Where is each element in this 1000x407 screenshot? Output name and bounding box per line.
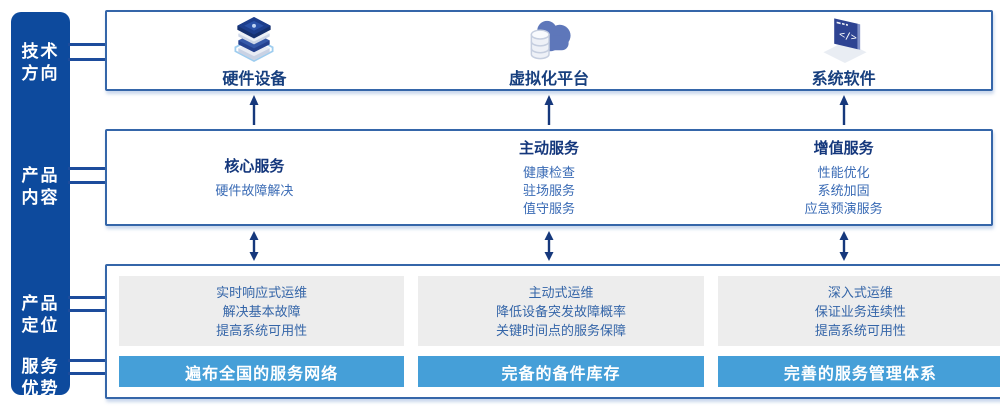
positioning-panel: 实时响应式运维 解决基本故障 提高系统可用性 <box>119 276 405 346</box>
connector-line <box>68 372 107 375</box>
tech-direction-box: 硬件设备 虚拟化平台 <box>105 10 993 91</box>
up-arrow-icon <box>249 95 259 125</box>
service-title: 核心服务 <box>224 158 285 175</box>
positioning-panel: 深入式运维 保证业务连续性 提高系统可用性 <box>717 276 1000 346</box>
positioning-line: 保证业务连续性 <box>814 303 906 319</box>
service-column-core: 核心服务 硬件故障解决 <box>107 131 402 224</box>
sidebar-label-line: 方向 <box>21 64 60 83</box>
up-arrow-icon <box>839 95 849 125</box>
connector-line <box>68 296 107 299</box>
sidebar-label-line: 产品 <box>21 166 60 185</box>
tech-item-label: 系统软件 <box>811 71 876 88</box>
positioning-line: 降低设备突发故障概率 <box>495 303 626 319</box>
sidebar-label-line: 服务 <box>21 357 60 376</box>
positioning-line: 主动式运维 <box>528 284 594 300</box>
positioning-column: 深入式运维 保证业务连续性 提高系统可用性 完善的服务管理体系 <box>717 276 1000 387</box>
sidebar-label-tech-direction: 技术 方向 <box>11 41 70 85</box>
positioning-advantage-box: 实时响应式运维 解决基本故障 提高系统可用性 遍布全国的服务网络 主动式运维 降… <box>105 264 1000 399</box>
positioning-line: 关键时间点的服务保障 <box>495 322 626 338</box>
service-column-proactive: 主动服务 健康检查 驻场服务 值守服务 <box>402 131 697 224</box>
double-arrow-icon <box>249 231 259 261</box>
positioning-line: 实时响应式运维 <box>216 284 308 300</box>
positioning-line: 深入式运维 <box>827 284 893 300</box>
sidebar-label-line: 优势 <box>21 379 60 398</box>
sidebar-label-product-content: 产品 内容 <box>11 165 70 209</box>
advantage-bar: 遍布全国的服务网络 <box>119 356 405 387</box>
cloud-database-icon <box>530 20 571 60</box>
service-title: 增值服务 <box>813 140 874 157</box>
svg-text:</>: </> <box>839 29 857 44</box>
service-item: 性能优化 <box>817 165 870 180</box>
positioning-line: 提高系统可用性 <box>216 322 308 338</box>
tech-item-system-software: </> 系统软件 <box>696 12 991 89</box>
code-window-icon: </> <box>823 18 867 64</box>
service-item: 硬件故障解决 <box>215 183 294 198</box>
connector-line <box>68 43 107 46</box>
connector-line <box>68 167 107 170</box>
sidebar-label-line: 产品 <box>21 294 60 313</box>
sidebar-label-service-advantage: 服务 优势 <box>11 356 70 400</box>
connector-line <box>68 359 107 362</box>
sidebar: 技术 方向 产品 内容 产品 定位 服务 优势 <box>11 12 70 398</box>
sidebar-label-product-positioning: 产品 定位 <box>11 293 70 337</box>
tech-item-label: 虚拟化平台 <box>509 71 590 88</box>
positioning-panel: 主动式运维 降低设备突发故障概率 关键时间点的服务保障 <box>418 276 704 346</box>
sidebar-label-line: 内容 <box>21 188 60 207</box>
service-item: 健康检查 <box>523 165 576 180</box>
connector-line <box>68 181 107 184</box>
double-arrow-icon <box>544 231 554 261</box>
sidebar-label-line: 定位 <box>21 316 60 335</box>
server-stack-icon <box>234 16 274 63</box>
service-item: 值守服务 <box>523 201 576 216</box>
positioning-column: 实时响应式运维 解决基本故障 提高系统可用性 遍布全国的服务网络 <box>119 276 405 387</box>
service-column-value-added: 增值服务 性能优化 系统加固 应急预演服务 <box>696 131 991 224</box>
service-title: 主动服务 <box>519 140 580 157</box>
product-content-box: 核心服务 硬件故障解决 主动服务 健康检查 驻场服务 值守服务 增值服务 性能优… <box>105 129 993 226</box>
advantage-bar: 完备的备件库存 <box>418 356 704 387</box>
tech-item-virtualization: 虚拟化平台 <box>402 12 697 89</box>
tech-item-label: 硬件设备 <box>222 71 287 88</box>
double-arrow-icon <box>839 231 849 261</box>
advantage-bar: 完善的服务管理体系 <box>717 356 1000 387</box>
tech-item-hardware: 硬件设备 <box>107 12 402 89</box>
service-item: 驻场服务 <box>523 183 576 198</box>
connector-line <box>68 58 107 61</box>
positioning-line: 提高系统可用性 <box>814 322 906 338</box>
positioning-column: 主动式运维 降低设备突发故障概率 关键时间点的服务保障 完备的备件库存 <box>418 276 704 387</box>
service-item: 系统加固 <box>817 183 870 198</box>
service-item: 应急预演服务 <box>804 201 883 216</box>
positioning-line: 解决基本故障 <box>222 303 301 319</box>
connector-line <box>68 309 107 312</box>
up-arrow-icon <box>544 95 554 125</box>
sidebar-label-line: 技术 <box>21 42 60 61</box>
